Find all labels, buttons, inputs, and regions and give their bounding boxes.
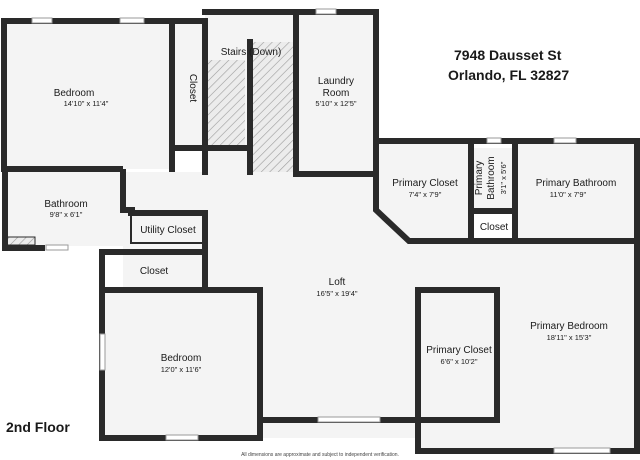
room-fills: [4, 12, 637, 451]
primary-closet-n-name: Primary Closet: [392, 178, 458, 189]
closet-e-name: Closet: [480, 222, 509, 233]
footer-note: All dimensions are approximate and subje…: [241, 452, 399, 458]
bathroom-dims: 9'8" x 6'1": [50, 210, 83, 219]
primary-bedroom-dims: 18'11" x 15'3": [547, 333, 592, 342]
floor-label: 2nd Floor: [6, 419, 70, 435]
loft-name: Loft: [329, 277, 346, 288]
bedroom-nw-name: Bedroom: [54, 88, 95, 99]
closet-w-name: Closet: [140, 266, 169, 277]
stairs-hatch: [252, 42, 296, 172]
utility-closet-name: Utility Closet: [140, 225, 196, 236]
primary-closet-n-dims: 7'4" x 7'9": [409, 190, 442, 199]
bedroom-sw-name: Bedroom: [161, 353, 202, 364]
laundry-name-2: Room: [323, 88, 350, 99]
primary-closet-s-name: Primary Closet: [426, 345, 492, 356]
primary-bath-small-floor: [471, 148, 515, 211]
primary-bath-small-name-2: Bathroom: [486, 156, 497, 199]
primary-bath-floor: [515, 141, 637, 241]
primary-closet-s-dims: 6'6" x 10'2": [441, 357, 478, 366]
address-city: Orlando, FL 32827: [448, 67, 569, 83]
bedroom-nw-floor: [4, 21, 172, 169]
bathroom-name: Bathroom: [44, 199, 87, 210]
bathroom-floor: [5, 172, 123, 246]
primary-bedroom-name: Primary Bedroom: [530, 321, 608, 332]
address-street: 7948 Dausset St: [454, 47, 562, 63]
primary-bath-small-dims: 3'1" x 5'6": [499, 161, 508, 194]
primary-bathroom-name: Primary Bathroom: [536, 178, 617, 189]
windows: [31, 8, 611, 454]
closet-nw-floor: [172, 21, 205, 148]
primary-bathroom-dims: 11'0" x 7'9": [550, 190, 587, 199]
stairs-name: Stairs (Down): [221, 47, 282, 58]
loft-dims: 16'5" x 19'4": [316, 289, 357, 298]
bathtub: [6, 236, 36, 246]
primary-bedroom-floor: [418, 241, 637, 451]
bedroom-sw-floor: [102, 290, 260, 438]
closet-nw-name: Closet: [187, 74, 198, 103]
laundry-dims: 5'10" x 12'5": [315, 99, 356, 108]
walls: [1, 9, 640, 454]
laundry-floor: [296, 12, 376, 174]
stairs-hatch-landing: [207, 60, 245, 148]
laundry-name-1: Laundry: [318, 76, 354, 87]
bedroom-sw-dims: 12'0" x 11'6": [161, 365, 202, 374]
bedroom-nw-dims: 14'10" x 11'4": [64, 99, 109, 108]
primary-bath-small-name-1: Primary: [474, 161, 485, 195]
